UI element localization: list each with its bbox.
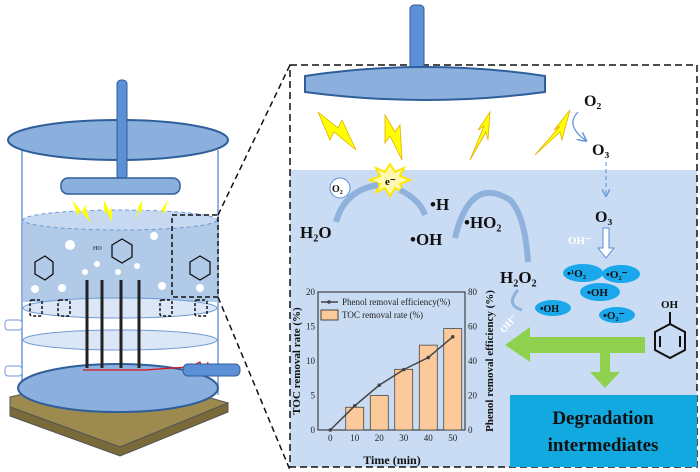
legend-toc: TOC removal rate (%) — [342, 310, 423, 320]
superoxide-label-2: •O₂⁻ — [603, 310, 625, 322]
phenol-ho-label: HO — [93, 246, 102, 252]
oh-bubble: •OH — [587, 287, 608, 299]
light-bolts-small — [72, 200, 168, 222]
superoxide-label: •O₂⁻ — [606, 269, 628, 281]
uv-lamp-disc — [60, 177, 181, 195]
oh-minus-label: OH⁻ — [568, 235, 591, 247]
lamp-rod-large — [409, 4, 425, 76]
y-right-tick-label: 80 — [468, 287, 478, 297]
phenol-point — [426, 355, 431, 360]
h-radical-label: •H — [430, 195, 449, 214]
y-right-tick-label: 20 — [468, 391, 478, 401]
phenol-point — [401, 367, 406, 372]
o3-label: O₃ — [592, 142, 609, 159]
y-left-tick-label: 15 — [306, 322, 316, 332]
phenol-point — [352, 404, 357, 408]
o2-label: O₂ — [584, 93, 601, 110]
singlet-oxygen-label: •¹O₂ — [567, 268, 587, 280]
h2o-label: H₂O — [300, 223, 332, 242]
ho2-radical-label: •HO₂ — [464, 213, 502, 232]
phenol-point — [377, 383, 382, 387]
x-tick-label: 50 — [448, 433, 458, 443]
phenol-point — [450, 335, 455, 339]
y-right-tick-label: 0 — [468, 425, 473, 435]
y-left-tick-label: 10 — [306, 356, 316, 366]
phenol-molecule-icon — [654, 312, 686, 360]
degradation-box — [510, 395, 697, 467]
uv-lamp-disc-large — [304, 66, 546, 101]
toc-bar — [369, 395, 389, 431]
electron-label: e⁻ — [385, 176, 396, 188]
phenol-line — [329, 336, 454, 431]
phenol-molecule-icon — [34, 238, 211, 281]
x-axis-label: Time (min) — [363, 453, 420, 467]
bubbles — [31, 232, 204, 293]
electrodes — [85, 280, 141, 368]
phenol-point — [328, 428, 333, 432]
degradation-label-2: intermediates — [548, 435, 659, 456]
y-left-tick-label: 0 — [311, 425, 316, 435]
x-tick-label: 40 — [424, 433, 434, 443]
y-left-tick-label: 5 — [311, 391, 316, 401]
x-tick-label: 20 — [375, 433, 385, 443]
degradation-label-1: Degradation — [552, 408, 654, 429]
green-arrow — [505, 327, 645, 388]
y-axis-left-label: TOC removal rate (%) — [291, 307, 303, 415]
y-left-tick-label: 20 — [306, 287, 316, 297]
x-tick-label: 30 — [399, 433, 409, 443]
oh-bubble-small: •OH — [540, 304, 559, 315]
y-axis-right-label: Phenol removal efficiency (%) — [484, 290, 496, 432]
legend: Phenol removal efficiency(%) TOC removal… — [320, 297, 450, 321]
toc-bar — [345, 406, 365, 431]
reactor-bottom — [17, 363, 219, 413]
reactive-species: •OH •¹O₂ •O₂⁻ •OH •O₂⁻ — [535, 264, 640, 323]
plot-frame — [317, 291, 466, 431]
o3-label-2: O₃ — [595, 209, 612, 226]
oh-radical-label: •OH — [410, 230, 442, 249]
phenol-oh-label: OH — [661, 299, 679, 311]
light-bolt-icons — [317, 109, 571, 161]
h2o2-label: H₂O₂ — [500, 268, 537, 287]
toc-bar — [418, 344, 438, 431]
reactor: HO — [4, 64, 291, 471]
x-tick-label: 0 — [328, 433, 333, 443]
y-right-tick-label: 60 — [468, 322, 478, 332]
lamp-rod — [116, 79, 128, 181]
toc-bar — [443, 328, 463, 431]
heater-tube — [182, 363, 241, 377]
y-right-tick-label: 40 — [468, 356, 478, 366]
x-tick-label: 10 — [350, 433, 360, 443]
toc-bar — [394, 368, 414, 431]
o2-circle-label: O₂ — [332, 184, 343, 195]
electron-burst-icon — [367, 162, 413, 198]
legend-phenol: Phenol removal efficiency(%) — [342, 297, 450, 307]
removal-chart: 0 10 20 30 40 50 0 5 10 15 20 0 20 40 60 80 Phenol remo… — [291, 287, 496, 467]
